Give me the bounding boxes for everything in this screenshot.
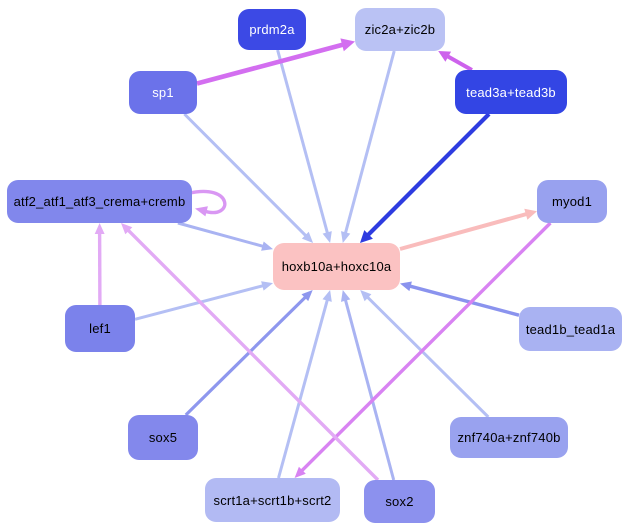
edge-tead3a+tead3b-to-zic2a+zic2b	[443, 52, 473, 72]
node-label: tead3a+tead3b	[466, 84, 556, 100]
node-label: sox2	[385, 494, 414, 509]
edge-atf2_atf1_atf3_crema+cremb-to-hoxb10a+hoxc10a-arrowhead	[261, 241, 273, 251]
edge-atf2_atf1_atf3_crema+cremb-to-atf2_atf1_atf3_crema+cremb-self-loop	[187, 189, 227, 215]
node-myod1: myod1	[537, 180, 607, 223]
node-sp1: sp1	[129, 71, 197, 114]
node-label: sox5	[148, 430, 178, 445]
edge-lef1-to-hoxb10a+hoxc10a-arrowhead	[261, 281, 273, 291]
node-label: znf740a+znf740b	[457, 430, 561, 445]
edge-sox5-to-hoxb10a+hoxc10a-arrowhead	[301, 290, 313, 302]
edge-atf2_atf1_atf3_crema+cremb-to-hoxb10a+hoxc10a	[177, 221, 267, 249]
edge-tead3a+tead3b-to-zic2a+zic2b-arrowhead	[438, 51, 452, 62]
node-scrt1a+scrt1b+scrt2: scrt1a+scrt1b+scrt2	[205, 478, 340, 522]
node-hoxb10a+hoxc10a: hoxb10a+hoxc10a	[273, 243, 400, 290]
node-label: scrt1a+scrt1b+scrt2	[213, 492, 332, 508]
edge-sox2-to-atf2_atf1_atf3_crema+cremb-arrowhead	[121, 223, 133, 235]
edge-sp1-to-zic2a+zic2b-arrowhead	[340, 38, 355, 52]
edge-hoxb10a+hoxc10a-to-myod1-arrowhead	[524, 208, 537, 220]
node-tead3a+tead3b: tead3a+tead3b	[455, 70, 567, 114]
edge-sp1-to-hoxb10a+hoxc10a	[183, 112, 310, 240]
edge-prdm2a-to-hoxb10a+hoxc10a	[276, 49, 330, 237]
node-label: zic2a+zic2b	[364, 22, 436, 37]
node-atf2_atf1_atf3_crema+cremb: atf2_atf1_atf3_crema+cremb	[7, 180, 192, 223]
edge-myod1-to-scrt1a+scrt1b+scrt2-arrowhead	[294, 466, 306, 478]
edge-sox2-to-atf2_atf1_atf3_crema+cremb	[124, 226, 380, 482]
edge-myod1-to-scrt1a+scrt1b+scrt2	[298, 221, 552, 475]
edge-scrt1a+scrt1b+scrt2-to-hoxb10a+hoxc10a	[277, 296, 330, 479]
node-label: atf2_atf1_atf3_crema+cremb	[13, 194, 186, 209]
node-label: sp1	[152, 85, 174, 100]
edge-sp1-to-zic2a+zic2b	[196, 41, 348, 86]
edge-sp1-to-hoxb10a+hoxc10a-arrowhead	[301, 231, 314, 243]
node-label: hoxb10a+hoxc10a	[281, 259, 392, 274]
edge-tead3a+tead3b-to-hoxb10a+hoxc10a	[363, 112, 491, 240]
edge-znf740a+znf740b-to-hoxb10a+hoxc10a-arrowhead	[360, 290, 372, 302]
node-prdm2a: prdm2a	[238, 9, 306, 50]
node-sox2: sox2	[364, 480, 435, 523]
node-label: tead1b_tead1a	[525, 321, 616, 337]
node-label: lef1	[89, 321, 111, 336]
edge-znf740a+znf740b-to-hoxb10a+hoxc10a	[363, 293, 490, 419]
edge-tead3a+tead3b-to-hoxb10a+hoxc10a-arrowhead	[360, 230, 373, 243]
edge-tead1b_tead1a-to-hoxb10a+hoxc10a-arrowhead	[400, 281, 412, 292]
node-tead1b_tead1a: tead1b_tead1a	[519, 307, 622, 351]
edge-tead1b_tead1a-to-hoxb10a+hoxc10a	[405, 283, 520, 317]
node-znf740a+znf740b: znf740a+znf740b	[450, 417, 568, 458]
edge-hoxb10a+hoxc10a-to-myod1	[399, 211, 531, 251]
edge-lef1-to-atf2_atf1_atf3_crema+cremb-arrowhead	[94, 223, 105, 234]
node-label: myod1	[551, 194, 593, 209]
edge-prdm2a-to-hoxb10a+hoxc10a-arrowhead	[322, 231, 332, 243]
node-zic2a+zic2b: zic2a+zic2b	[355, 8, 445, 51]
edge-atf2_atf1_atf3_crema+cremb-to-atf2_atf1_atf3_crema+cremb-arrowhead	[195, 206, 208, 217]
edge-scrt1a+scrt1b+scrt2-to-hoxb10a+hoxc10a-arrowhead	[322, 290, 332, 302]
edge-zic2a+zic2b-to-hoxb10a+hoxc10a	[343, 50, 396, 237]
node-lef1: lef1	[65, 305, 135, 352]
edge-sox2-to-hoxb10a+hoxc10a	[343, 296, 396, 481]
node-label: prdm2a	[249, 22, 295, 37]
edge-sox5-to-hoxb10a+hoxc10a	[184, 293, 310, 417]
edge-sox2-to-hoxb10a+hoxc10a-arrowhead	[341, 290, 351, 302]
node-sox5: sox5	[128, 415, 198, 460]
edge-zic2a+zic2b-to-hoxb10a+hoxc10a-arrowhead	[341, 231, 351, 243]
